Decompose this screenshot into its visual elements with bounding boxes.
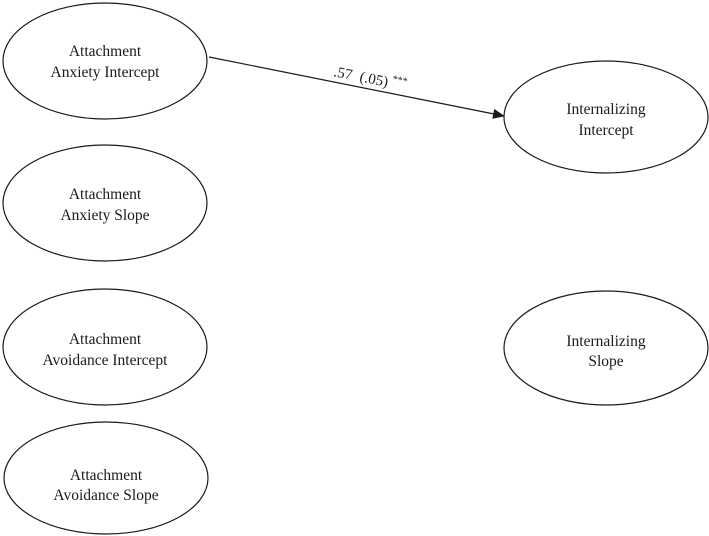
node-label-line-1: Internalizing bbox=[566, 101, 645, 118]
node-internalizing-slope: Internalizing Slope bbox=[503, 290, 709, 406]
node-label-line-1: Internalizing bbox=[566, 333, 645, 350]
node-label-line-2: Avoidance Slope bbox=[53, 487, 158, 504]
node-ellipse bbox=[2, 144, 208, 262]
node-ellipse bbox=[2, 2, 208, 120]
node-anxiety-intercept: Attachment Anxiety Intercept bbox=[2, 2, 208, 120]
path-arrow bbox=[208, 56, 505, 119]
node-label-line-1: Attachment bbox=[69, 331, 142, 348]
node-anxiety-slope: Attachment Anxiety Slope bbox=[2, 144, 208, 262]
node-avoidance-slope: Attachment Avoidance Slope bbox=[3, 421, 209, 535]
node-avoidance-intercept: Attachment Avoidance Intercept bbox=[2, 288, 208, 406]
path-estimate: .57 bbox=[332, 64, 354, 83]
path-significance-stars: *** bbox=[391, 74, 408, 88]
path-standard-error: (.05) bbox=[358, 69, 389, 90]
path-anxiety-intercept-to-internalizing-intercept: .57 (.05) *** bbox=[208, 56, 505, 119]
node-label-line-1: Attachment bbox=[69, 43, 142, 60]
path-coefficient-label: .57 (.05) *** bbox=[332, 62, 408, 94]
node-label-line-2: Avoidance Intercept bbox=[43, 352, 169, 369]
node-label-line-1: Attachment bbox=[69, 186, 142, 203]
node-ellipse bbox=[503, 290, 709, 406]
node-ellipse bbox=[3, 421, 209, 535]
node-ellipse bbox=[2, 288, 208, 406]
node-label-line-2: Anxiety Slope bbox=[60, 207, 149, 224]
node-label-line-2: Anxiety Intercept bbox=[51, 64, 161, 81]
node-internalizing-intercept: Internalizing Intercept bbox=[503, 60, 709, 174]
node-label-line-1: Attachment bbox=[70, 467, 143, 484]
node-label-line-2: Intercept bbox=[578, 122, 634, 139]
node-label-line-2: Slope bbox=[588, 353, 623, 370]
node-ellipse bbox=[503, 60, 709, 174]
